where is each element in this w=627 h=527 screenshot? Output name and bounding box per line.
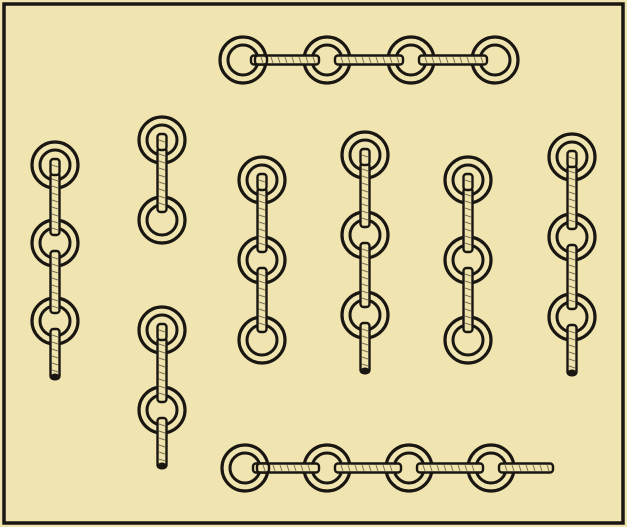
connecting-bar (568, 151, 577, 167)
connecting-bar (158, 148, 167, 212)
bar-end-cap (51, 374, 60, 381)
connecting-bar (568, 245, 577, 309)
connecting-bar (158, 324, 167, 340)
column-5-chain (445, 157, 491, 363)
bar-end-cap (361, 368, 370, 375)
connecting-bar (51, 159, 60, 175)
connecting-bar (258, 188, 267, 252)
connecting-bar (158, 134, 167, 150)
connecting-bar (158, 338, 167, 402)
connecting-bar (51, 173, 60, 235)
connecting-bar (464, 174, 473, 190)
column-3-chain (239, 157, 285, 363)
connecting-bar (419, 56, 487, 65)
bar-end-cap (158, 463, 167, 470)
bar-end-cap (568, 370, 577, 377)
connecting-bar (258, 268, 267, 332)
connecting-bar (51, 251, 60, 313)
connecting-bar (568, 165, 577, 229)
connecting-bar (361, 163, 370, 227)
connecting-bar (335, 56, 403, 65)
connecting-bar (255, 56, 267, 65)
connecting-bar (361, 149, 370, 165)
connecting-bar (258, 174, 267, 190)
connecting-bar (464, 188, 473, 252)
connecting-bar (499, 464, 553, 473)
connecting-bar (361, 243, 370, 307)
connecting-bar (257, 464, 269, 473)
connecting-bar (464, 268, 473, 332)
